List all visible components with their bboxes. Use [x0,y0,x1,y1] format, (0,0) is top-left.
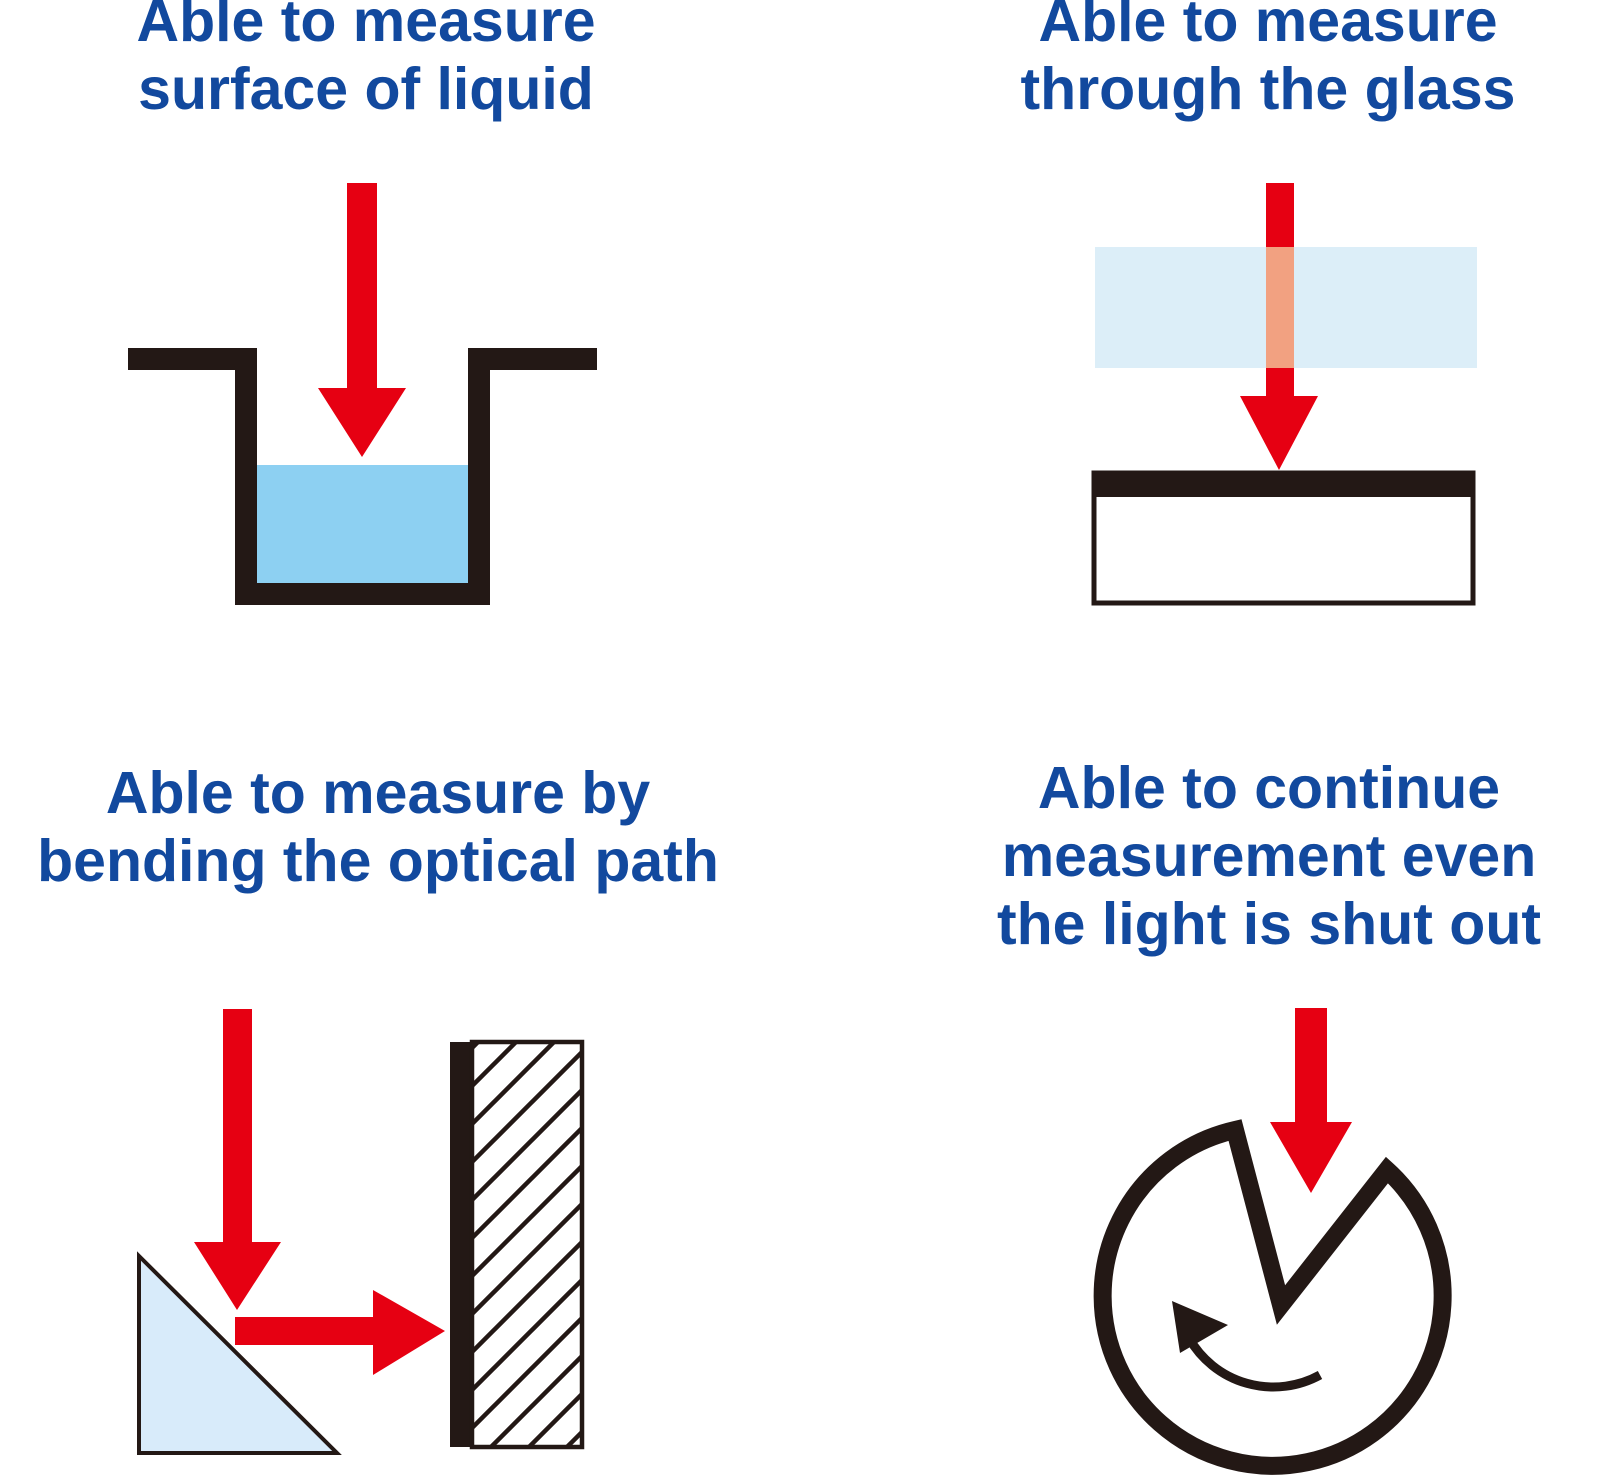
title-line: the light is shut out [996,891,1542,957]
beam-inside-glass [1266,247,1294,368]
title-line: surface of liquid [138,56,594,122]
down-arrow-icon [194,1009,281,1310]
wall-black-strip [450,1042,473,1447]
panel-through-glass-art [1091,183,1477,606]
rotation-arc [1185,1335,1323,1392]
panel-title-light-shut-out: Able to continue measurement even the li… [932,754,1606,958]
down-arrow-upper-segment [1266,183,1294,247]
rotation-arrow-icon [1172,1301,1323,1392]
liquid-fill [257,465,468,583]
title-line: through the glass [1020,56,1516,122]
panel-title-surface-of-liquid: Able to measure surface of liquid [0,0,732,123]
chopper-wheel-icon [1093,1119,1452,1475]
rotation-arrowhead [1172,1301,1228,1353]
down-arrow-lower-segment [1240,368,1318,470]
panel-bending-path-art [137,1009,585,1455]
title-line: bending the optical path [37,828,719,894]
panel-title-bending-path: Able to measure by bending the optical p… [0,759,756,895]
down-arrow-icon [1270,1008,1352,1193]
title-line: Able to measure [1038,0,1498,54]
title-line: Able to continue [1037,755,1501,821]
hatched-wall [450,1039,585,1450]
panel-title-through-glass: Able to measure through the glass [918,0,1606,123]
down-arrow-icon [318,183,406,457]
tank-shape [128,348,597,605]
panel-surface-of-liquid-art [128,183,597,605]
wall-hatch-fill [474,1044,580,1445]
title-line: Able to measure by [105,760,651,826]
title-line: Able to measure [136,0,596,54]
prism-shape [137,1251,342,1455]
panel-light-shut-art [1093,1008,1452,1475]
title-line: measurement even [1001,823,1537,889]
right-arrow-icon [235,1290,445,1375]
target-plate-top [1092,471,1475,497]
